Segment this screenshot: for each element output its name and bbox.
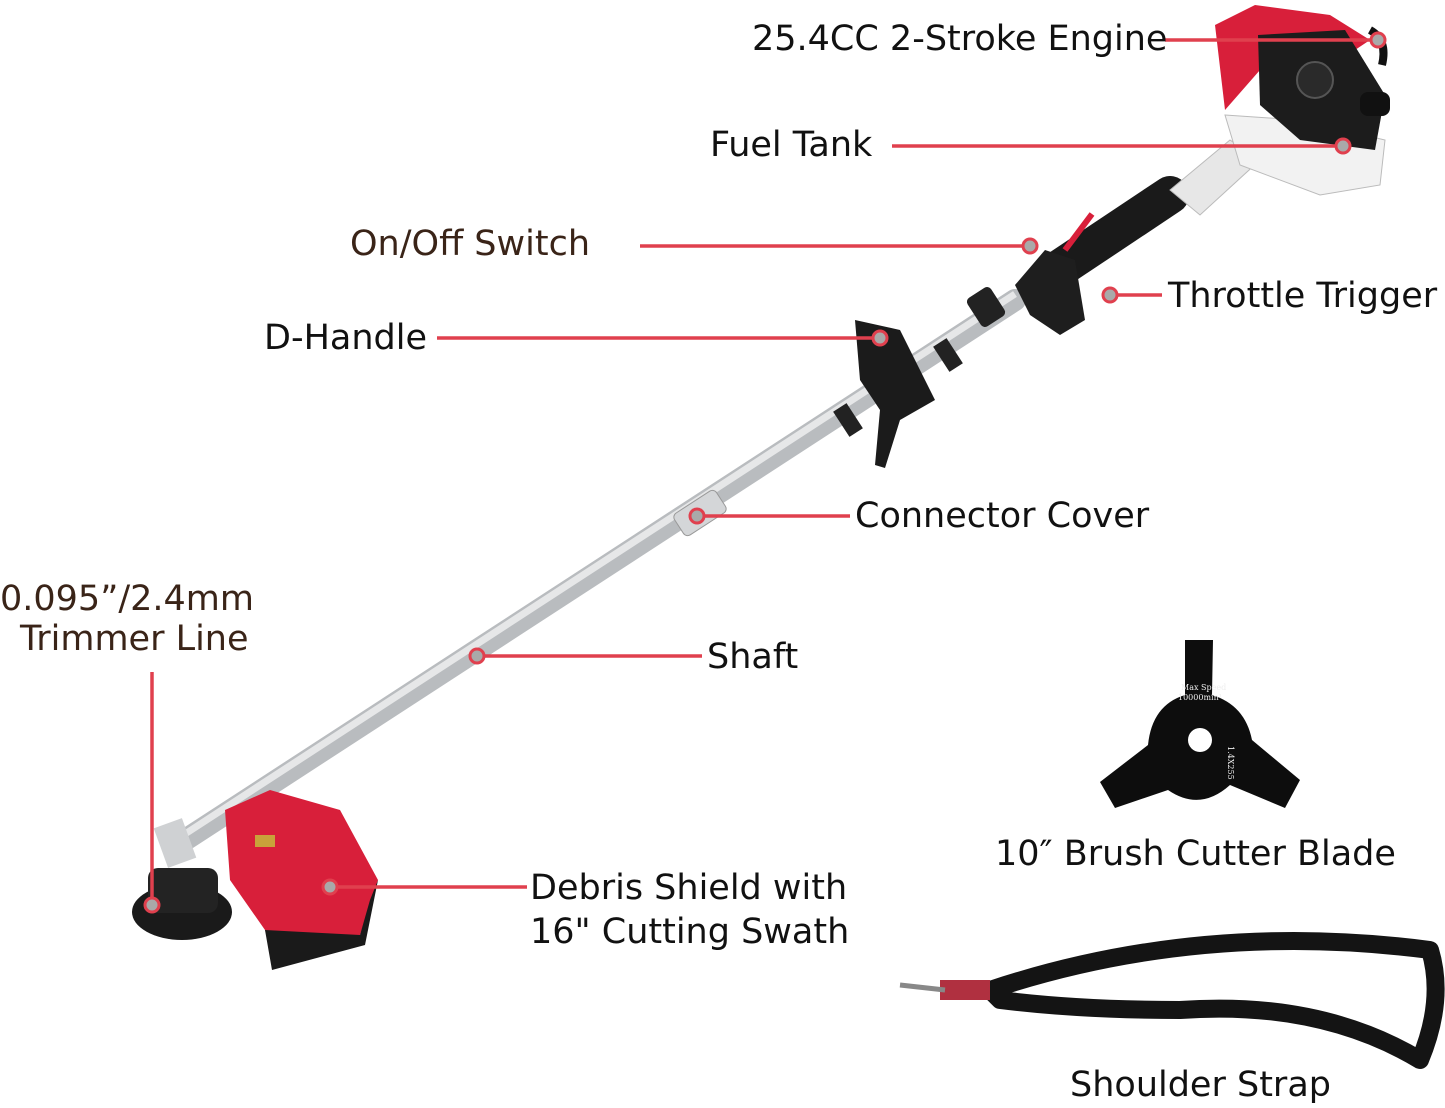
connector-marker-dot bbox=[688, 507, 706, 525]
debris-shield-label-1: Debris Shield with bbox=[530, 868, 847, 908]
debris-shield-label-2: 16" Cutting Swath bbox=[530, 912, 849, 952]
on-off-switch-label: On/Off Switch bbox=[350, 224, 590, 264]
throttle-trigger-label: Throttle Trigger bbox=[1167, 276, 1438, 316]
d-handle-part bbox=[855, 320, 935, 468]
brush-cutter-blade-label: 10″ Brush Cutter Blade bbox=[995, 834, 1396, 874]
shaft-marker-dot bbox=[468, 647, 486, 665]
blade-size-text: 1.4X255 bbox=[1226, 746, 1235, 780]
engine-part bbox=[1169, 5, 1390, 216]
trimmer-line-label-2: Trimmer Line bbox=[19, 619, 249, 659]
trimmer-line-label-1: 0.095”/2.4mm bbox=[0, 579, 254, 619]
debris-shield-marker-dot bbox=[321, 878, 339, 896]
fuel-tank-marker-dot bbox=[1334, 137, 1352, 155]
engine-marker-dot bbox=[1369, 31, 1387, 49]
trimmer-line-marker-dot bbox=[143, 896, 161, 914]
blade-rpm-text: 10000min¹ bbox=[1178, 693, 1222, 702]
throttle-marker-dot bbox=[1101, 286, 1119, 304]
shoulder-strap-image bbox=[899, 932, 1445, 1069]
brush-cutter-blade-image: Max Speed 10000min¹ 1.4X255 bbox=[1100, 640, 1300, 808]
debris-shield-part bbox=[225, 790, 378, 965]
connector-cover-label: Connector Cover bbox=[855, 496, 1150, 536]
callouts bbox=[143, 31, 1387, 914]
blade-speed-text: Max Speed bbox=[1181, 683, 1226, 692]
shaft-label: Shaft bbox=[707, 637, 798, 677]
throttle-housing bbox=[1015, 250, 1085, 335]
trimmer-product-image bbox=[132, 5, 1390, 970]
d-handle-label: D-Handle bbox=[264, 318, 427, 358]
engine-label: 25.4CC 2-Stroke Engine bbox=[752, 19, 1167, 59]
fuel-tank-label: Fuel Tank bbox=[710, 125, 873, 165]
d-handle-marker-dot bbox=[871, 329, 889, 347]
shoulder-strap-label: Shoulder Strap bbox=[1070, 1065, 1331, 1105]
on-off-marker-dot bbox=[1021, 237, 1039, 255]
